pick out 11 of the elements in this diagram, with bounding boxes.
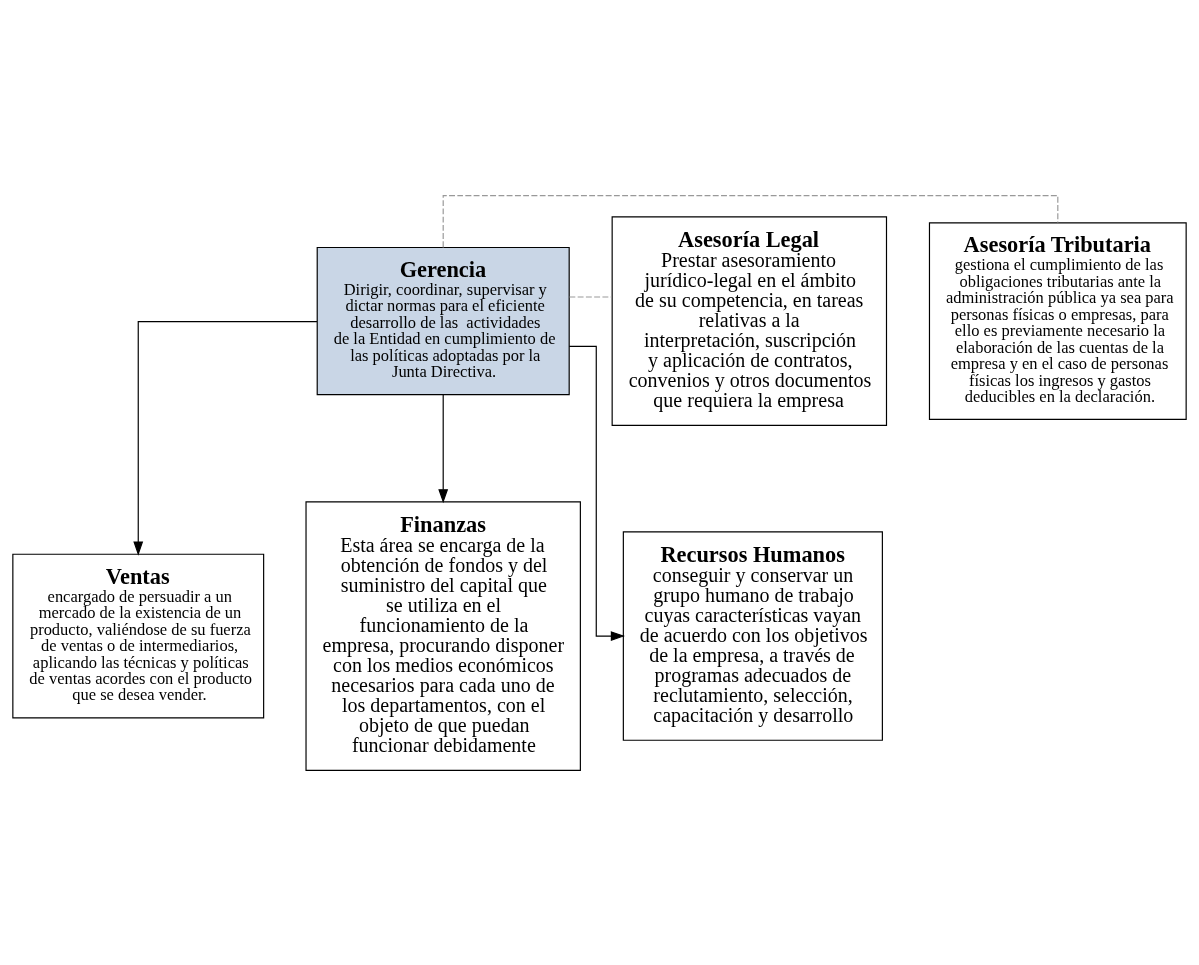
node-box: Asesoría Tributaria gestiona el cumplimiento de las obligaciones tributarias ante la administración pública ya sea para personas físicas o empresas, para ello es previamente necesario la elaboración de las cuentas de la empresa y en el caso de personas físicas los ingresos y gastos deducibles en la declaración. [928,221,1187,420]
node-box: Asesoría Legal Prestar asesoramiento jurídico-legal en el ámbito de su competencia, en tareas relativas a la interpretación, suscripción y aplicación de contratos, convenios y otros documentos que requiera la empresa [611,215,888,426]
connector [568,295,613,298]
node-box: Finanzas Esta área se encarga de la obtención de fondos y del suministro del capital que se utiliza en el funcionamiento de la empresa, procurando disponer con los medios económicos necesarios para cada uno de los departamentos, con el objeto de que puedan funcionar debidamente [305,500,581,771]
arrow [438,393,449,503]
arrow [133,320,318,556]
node-box: Gerencia Dirigir, coordinar, supervisar y dictar normas para el eficiente desarrollo de las actividades de la Entidad en cumplimiento de las políticas adoptadas por la Junta Directiva. [316,246,570,395]
connector [442,194,1059,248]
node-box: Ventas encargado de persuadir a un mercado de la existencia de un producto, valiéndose de su fuerza de ventas o de intermediarios, aplicando las técnicas y políticas de ventas acordes con el producto que se desea vender. [12,553,265,718]
node-box: Recursos Humanos conseguir y conservar un grupo humano de trabajo cuyas características vayan de acuerdo con los objetivos de la empresa, a través de programas adecuados de reclutamiento, selección, capacitación y desarrollo [622,530,883,741]
arrow [568,345,625,641]
